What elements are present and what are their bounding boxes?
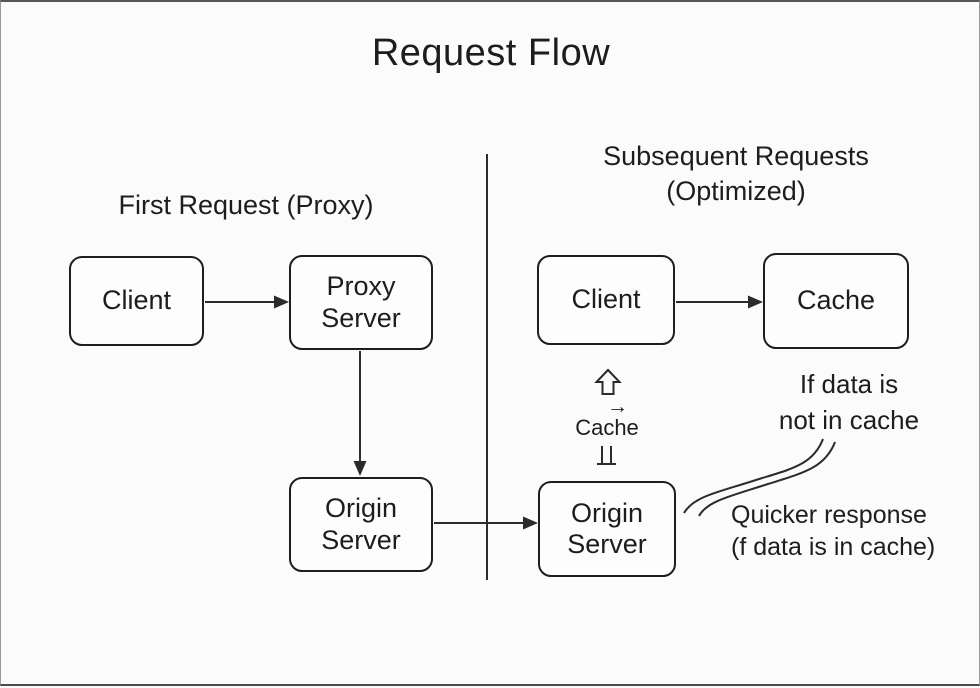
- annotation-if-not-line2: not in cache: [778, 405, 920, 436]
- heading-subsequent-line2: (Optimized): [666, 176, 806, 207]
- annotation-quicker-response: Quicker response (f data is in cache): [731, 499, 971, 563]
- annotation-quicker-line1: Quicker response: [731, 501, 927, 529]
- heading-subsequent-line1: Subsequent Requests: [603, 141, 869, 171]
- node-origin-server-first: Origin Server: [289, 477, 433, 572]
- arrow-proxy-to-origin: [353, 351, 367, 476]
- page-title: Request Flow: [371, 32, 611, 74]
- arrow-client-to-cache: [676, 295, 763, 309]
- heading-first-request: First Request (Proxy): [118, 190, 374, 220]
- arrow-client-to-proxy: [205, 295, 289, 309]
- node-origin-server-subsequent: Origin Server: [538, 481, 676, 577]
- double-tack-icon: [597, 446, 616, 465]
- heading-subsequent-requests: Subsequent Requests (Optimized): [571, 139, 901, 209]
- annotation-if-not-line1: If data is: [799, 369, 899, 399]
- node-proxy-server: Proxy Server: [289, 255, 433, 350]
- right-arrow-icon: →: [607, 395, 628, 418]
- up-arrow-outline-icon: [594, 368, 622, 395]
- node-client-first: Client: [69, 256, 204, 346]
- cache-flow-label: Cache: [575, 415, 639, 440]
- arrow-origin-to-origin: [434, 516, 538, 530]
- node-client-subsequent: Client: [537, 255, 675, 345]
- node-cache: Cache: [763, 253, 909, 349]
- annotation-quicker-line2: (f data is in cache): [731, 533, 936, 561]
- annotation-if-not-in-cache: If data is not in cache: [749, 366, 949, 439]
